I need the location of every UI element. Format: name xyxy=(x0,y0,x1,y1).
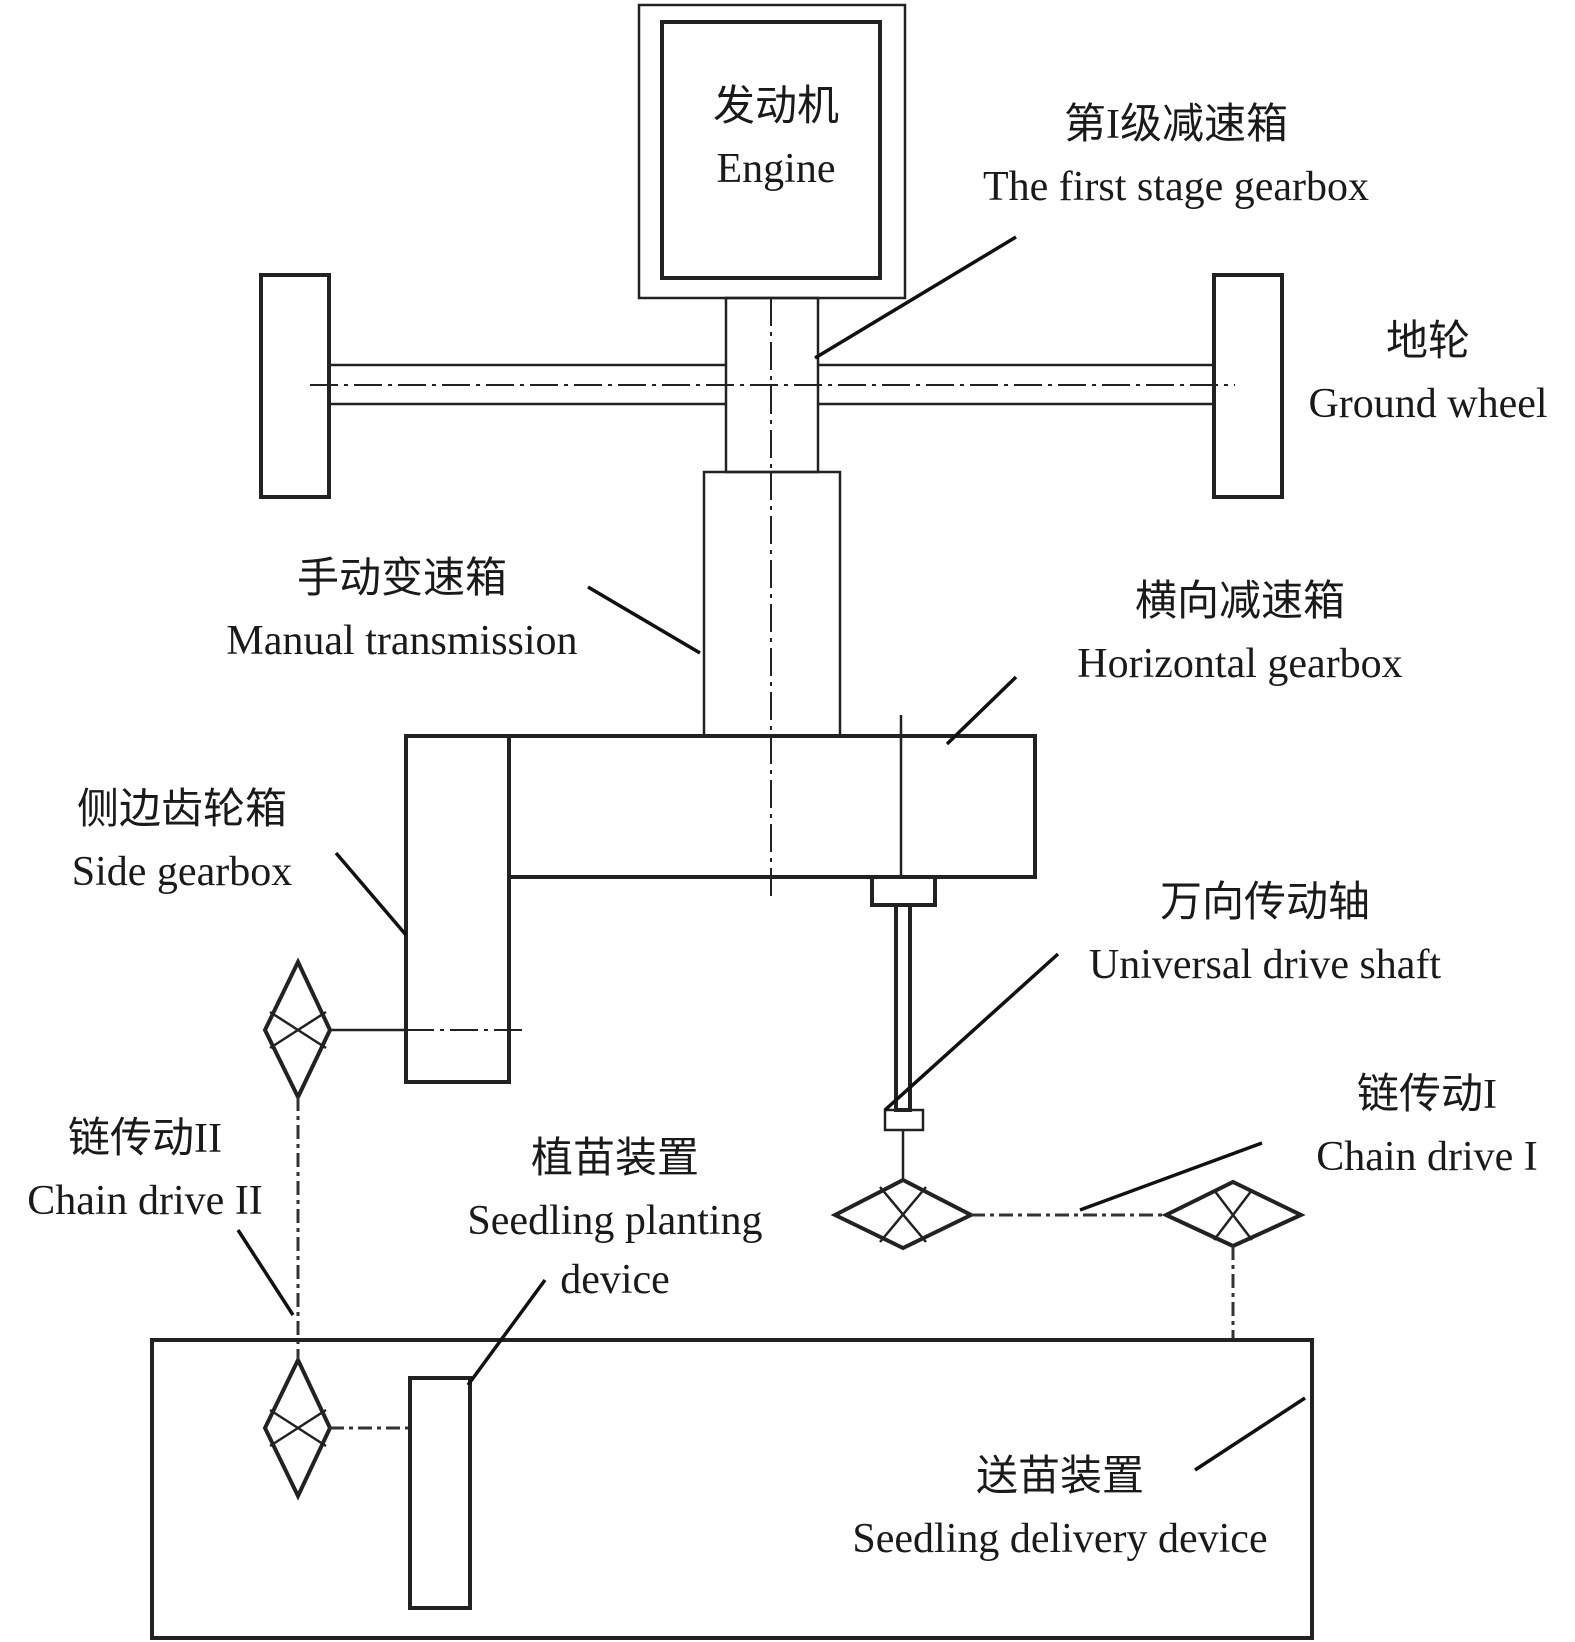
sprocket-cross-b xyxy=(269,1408,327,1448)
chain-drive-i-label-zh: 链传动I xyxy=(1357,1072,1497,1118)
sprocket-outline xyxy=(1161,1179,1306,1249)
side-gearbox-label-zh: 侧边齿轮箱 xyxy=(77,787,287,833)
universal-drive-shaft-label-en: Universal drive shaft xyxy=(1089,942,1442,988)
leader-seedling-planting-device xyxy=(466,1278,547,1387)
ground-wheel-left xyxy=(259,273,331,499)
sprocket-chain-ii-driven xyxy=(262,1355,333,1501)
seedling-delivery-device xyxy=(150,1338,1314,1640)
ground-wheel-right xyxy=(1212,273,1284,499)
leader-side-gearbox xyxy=(334,851,408,937)
horizontal-gearbox-label-en: Horizontal gearbox xyxy=(1077,641,1402,687)
ground-wheel-axle xyxy=(310,363,1235,406)
engine-label-zh: 发动机 xyxy=(713,84,839,130)
engine: 发动机 Engine xyxy=(637,3,907,300)
leader-horizontal-gearbox xyxy=(945,675,1018,746)
sprocket-cross-b xyxy=(269,1010,327,1050)
seedling-delivery-housing xyxy=(150,1338,1314,1640)
manual-transmission xyxy=(702,470,842,900)
leader-first-stage-gearbox xyxy=(814,235,1017,360)
horizontal-gearbox-label-zh: 横向减速箱 xyxy=(1135,579,1345,625)
universal-joint-bottom xyxy=(883,1108,925,1132)
seedling-planting-device-label-zh: 植苗装置 xyxy=(531,1136,699,1182)
wheel-right-tread xyxy=(1212,273,1284,499)
side-gearbox-label-en: Side gearbox xyxy=(72,849,292,895)
universal-shaft-body xyxy=(894,903,912,1112)
side-gearbox xyxy=(330,734,525,1084)
seedling-planting-device xyxy=(408,1376,472,1610)
sprocket-cross-b xyxy=(1213,1189,1253,1241)
seedling-planting-device-label-en-1: Seedling planting xyxy=(467,1198,762,1244)
first-stage-gearbox-label-zh: 第I级减速箱 xyxy=(1064,102,1288,148)
manual-transmission-label-zh: 手动变速箱 xyxy=(297,555,507,602)
leader-universal-drive-shaft xyxy=(883,952,1060,1112)
universal-drive-shaft-label-zh: 万向传动轴 xyxy=(1160,880,1370,926)
sprocket-outline xyxy=(262,1355,333,1501)
chain-drive-ii-label-zh: 链传动II xyxy=(68,1116,222,1162)
sprocket-chain-i-driven xyxy=(1161,1179,1306,1249)
leader-chain-drive-ii xyxy=(236,1229,295,1316)
ground-wheel-label-zh: 地轮 xyxy=(1386,319,1470,365)
universal-joint-top xyxy=(870,875,937,907)
seedling-delivery-device-label-zh: 送苗装置 xyxy=(976,1454,1144,1500)
sprocket-cross-b xyxy=(879,1186,927,1243)
sprocket-chain-i-driver xyxy=(830,1177,976,1251)
leader-chain-drive-i xyxy=(1079,1141,1263,1212)
first-stage-gearbox-label-en: The first stage gearbox xyxy=(983,164,1369,210)
universal-drive-shaft xyxy=(870,875,937,1180)
manual-transmission-label-en: Manual transmission xyxy=(226,618,577,664)
sprocket-chain-ii-driver xyxy=(262,957,333,1102)
seedling-planting-device-label-en-2: device xyxy=(560,1257,670,1303)
seedling-planting-housing xyxy=(408,1376,472,1610)
side-gearbox-housing xyxy=(404,734,511,1084)
engine-label-en: Engine xyxy=(717,146,836,192)
engine-inner-frame xyxy=(660,20,882,280)
ground-wheel-label-en: Ground wheel xyxy=(1308,381,1547,427)
leader-manual-transmission xyxy=(587,585,701,655)
leader-seedling-delivery-device xyxy=(1194,1396,1306,1472)
wheel-left-tread xyxy=(259,273,331,499)
chain-drive-ii-label-en: Chain drive II xyxy=(27,1178,263,1224)
chain-drive-i-label-en: Chain drive I xyxy=(1316,1134,1538,1180)
seedling-delivery-device-label-en: Seedling delivery device xyxy=(852,1516,1267,1562)
